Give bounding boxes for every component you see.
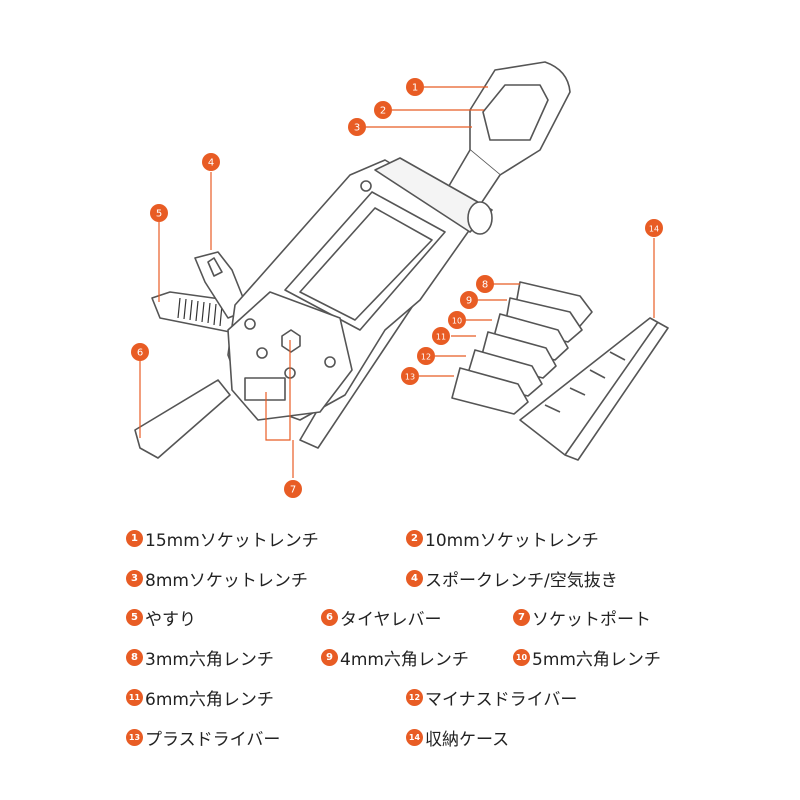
legend-label: スポークレンチ/空気抜き xyxy=(425,571,618,591)
svg-text:5: 5 xyxy=(156,209,162,220)
callout-4: 4 xyxy=(202,153,220,171)
callout-3: 3 xyxy=(348,118,366,136)
svg-text:14: 14 xyxy=(649,225,659,234)
svg-text:6: 6 xyxy=(137,348,143,359)
hinge-cylinder xyxy=(374,157,493,233)
svg-text:13: 13 xyxy=(405,373,415,382)
callout-7: 7 xyxy=(284,480,302,498)
legend-badge: 13 xyxy=(126,729,143,746)
svg-text:3: 3 xyxy=(354,123,360,134)
legend-badge: 9 xyxy=(321,649,338,666)
bit-set xyxy=(451,281,593,415)
legend-label: やすり xyxy=(145,610,196,630)
svg-text:7: 7 xyxy=(290,485,296,496)
storage-case xyxy=(519,317,669,461)
legend-badge: 4 xyxy=(406,570,423,587)
legend-badge: 7 xyxy=(513,609,530,626)
callout-6: 6 xyxy=(131,343,149,361)
legend-label: 10mmソケットレンチ xyxy=(425,531,599,551)
legend-label: ソケットポート xyxy=(532,610,651,630)
legend-label: 6mm六角レンチ xyxy=(145,690,274,710)
callout-5: 5 xyxy=(150,204,168,222)
legend-badge: 10 xyxy=(513,649,530,666)
legend-badge: 5 xyxy=(126,609,143,626)
legend-label: マイナスドライバー xyxy=(425,690,578,710)
legend-label: 8mmソケットレンチ xyxy=(145,571,308,591)
svg-text:4: 4 xyxy=(208,158,214,169)
svg-text:12: 12 xyxy=(421,353,431,362)
legend-label: タイヤレバー xyxy=(340,610,442,630)
svg-text:8: 8 xyxy=(482,280,488,291)
legend-badge: 2 xyxy=(406,530,423,547)
legend-badge: 14 xyxy=(406,729,423,746)
callout-11: 11 xyxy=(432,327,450,345)
legend-label: 3mm六角レンチ xyxy=(145,650,274,670)
tire-lever xyxy=(134,379,231,459)
leader-lines xyxy=(139,86,655,478)
legend-label: 4mm六角レンチ xyxy=(340,650,469,670)
callout-10: 10 xyxy=(448,311,466,329)
svg-text:11: 11 xyxy=(436,333,446,342)
legend-badge: 11 xyxy=(126,689,143,706)
callout-13: 13 xyxy=(401,367,419,385)
callout-12: 12 xyxy=(417,347,435,365)
svg-text:9: 9 xyxy=(466,296,472,307)
callout-9: 9 xyxy=(460,291,478,309)
legend-label: 5mm六角レンチ xyxy=(532,650,661,670)
callout-8: 8 xyxy=(476,275,494,293)
legend-badge: 3 xyxy=(126,570,143,587)
legend-label: プラスドライバー xyxy=(145,730,281,750)
multitool-body xyxy=(134,61,571,459)
legend-badge: 8 xyxy=(126,649,143,666)
svg-text:2: 2 xyxy=(380,106,386,117)
legend-label: 収納ケース xyxy=(425,730,510,750)
legend-badge: 6 xyxy=(321,609,338,626)
callout-2: 2 xyxy=(374,101,392,119)
legend-badge: 1 xyxy=(126,530,143,547)
socket-port xyxy=(244,377,286,401)
legend-badge: 12 xyxy=(406,689,423,706)
svg-text:10: 10 xyxy=(452,317,462,326)
svg-text:1: 1 xyxy=(412,83,418,94)
callout-14: 14 xyxy=(645,219,663,237)
callout-1: 1 xyxy=(406,78,424,96)
legend-label: 15mmソケットレンチ xyxy=(145,531,319,551)
